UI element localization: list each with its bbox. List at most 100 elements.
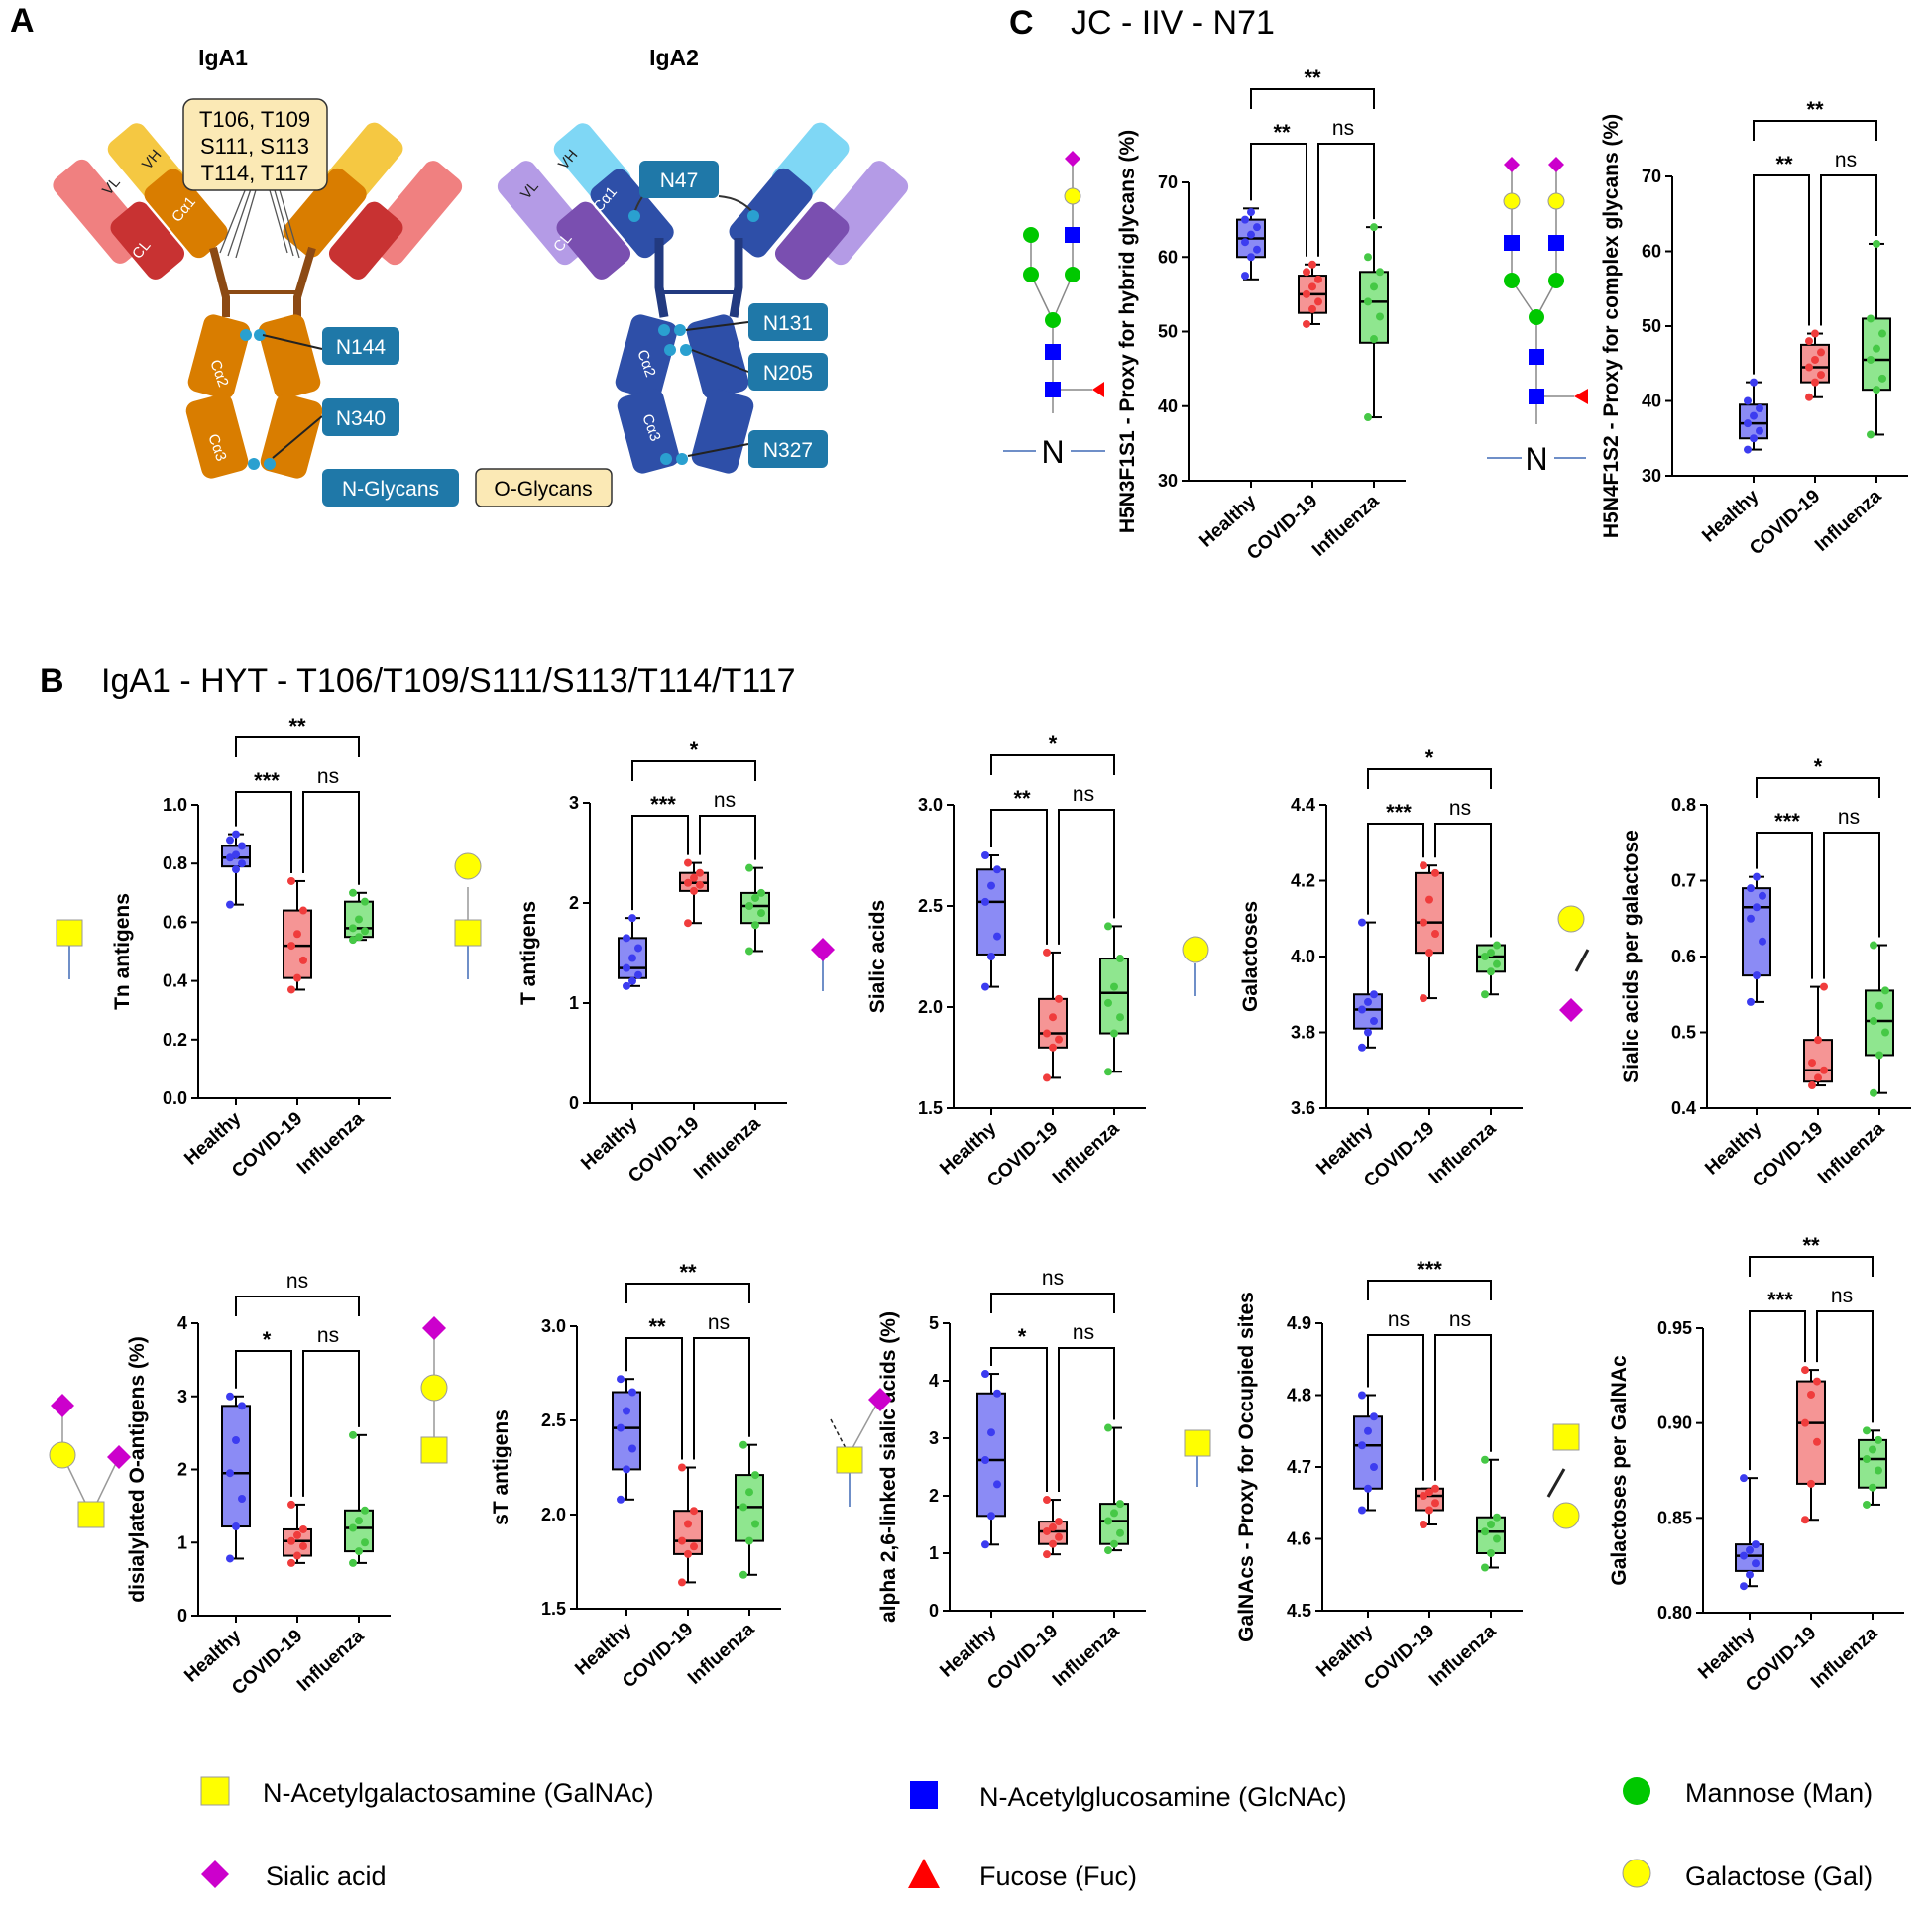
iga2-hinge — [654, 238, 743, 318]
sialic-acid-icon — [1559, 998, 1583, 1022]
data-point-influenza — [1870, 1088, 1877, 1097]
significance-bracket: *** — [631, 792, 689, 911]
mannose-icon — [1504, 273, 1520, 288]
box-iqr — [1415, 871, 1444, 955]
category-label: Influenza — [1308, 491, 1384, 561]
n-glycans-key — [322, 469, 459, 507]
galactose-icon — [1547, 192, 1565, 210]
iga1-n144-dot-a — [240, 329, 252, 341]
y-tick-label: 60 — [1642, 242, 1661, 262]
legend-galactose-icon — [1622, 1859, 1651, 1888]
data-point-influenza — [739, 1570, 747, 1579]
y-tick-label: 0.80 — [1657, 1603, 1692, 1623]
legend-fucose-icon — [908, 1859, 940, 1888]
box-iqr — [1739, 403, 1768, 440]
data-point-covid — [287, 1536, 295, 1545]
box-healthy — [618, 914, 647, 990]
y-tick-label: 0.5 — [1671, 1023, 1696, 1043]
data-point-influenza — [1873, 344, 1880, 353]
data-point-influenza — [1370, 282, 1378, 291]
bracket-line — [990, 809, 1048, 945]
sialic-acid-icon — [868, 1388, 892, 1411]
data-point-influenza — [355, 933, 363, 942]
legend-sialic-label: Sialic acid — [266, 1861, 387, 1891]
y-tick-label: 70 — [1642, 167, 1661, 186]
bracket-line — [1367, 823, 1424, 915]
data-point-covid — [287, 876, 295, 885]
mannose-icon — [1045, 312, 1061, 328]
data-point-covid — [293, 1551, 301, 1560]
data-point-influenza — [361, 927, 369, 936]
data-point-healthy — [1750, 411, 1758, 420]
data-point-influenza — [1370, 335, 1378, 344]
data-point-covid — [696, 868, 704, 877]
data-point-healthy — [987, 1428, 995, 1437]
y-axis-label: GalNAcs - Proxy for Occupied sites — [1235, 1292, 1258, 1642]
y-tick-label: 5 — [929, 1313, 939, 1333]
data-point-influenza — [1116, 1528, 1124, 1537]
mannose-icon — [1529, 309, 1544, 325]
bracket-line — [1756, 777, 1880, 798]
bracket-line — [693, 1337, 750, 1460]
data-point-healthy — [232, 1436, 240, 1444]
y-tick-label: 1.5 — [918, 1098, 943, 1118]
data-point-healthy — [1358, 1005, 1366, 1014]
data-point-healthy — [1753, 903, 1761, 912]
data-point-influenza — [1493, 959, 1501, 968]
legend-galnac-icon — [200, 1776, 230, 1806]
iga1-ca3-left — [185, 394, 249, 479]
o-site-line: T106, T109 — [199, 107, 310, 132]
data-point-healthy — [617, 1375, 625, 1384]
panel-c-title: JC - IIV - N71 — [1071, 4, 1275, 42]
data-point-covid — [1425, 1488, 1433, 1497]
data-point-covid — [1805, 337, 1813, 346]
data-point-healthy — [1747, 884, 1755, 893]
n-glycans-key-label: N-Glycans — [342, 478, 439, 501]
glycan-legend: N-Acetylgalactosamine (GalNAc) Sialic ac… — [200, 1776, 1873, 1891]
data-point-healthy — [634, 970, 642, 979]
data-point-covid — [1425, 949, 1433, 958]
data-point-covid — [1801, 1366, 1809, 1375]
data-point-covid — [1431, 1499, 1439, 1508]
data-point-influenza — [1870, 941, 1877, 950]
iga1-cl-left — [110, 201, 185, 280]
data-point-covid — [1808, 1081, 1816, 1090]
data-point-covid — [287, 1500, 295, 1509]
box-healthy — [221, 1392, 251, 1563]
significance-bracket: ** — [1753, 97, 1877, 141]
iga2-n131-dot-b — [674, 324, 686, 336]
significance-bracket: ** — [990, 786, 1048, 945]
data-point-healthy — [628, 976, 636, 985]
sialic-acid-icon — [107, 1445, 131, 1469]
sia-per-gal-cartoon — [1557, 905, 1590, 1022]
y-tick-label: 3.0 — [541, 1316, 566, 1336]
data-point-influenza — [757, 909, 765, 918]
significance-label: * — [690, 737, 699, 762]
mannose-icon — [1548, 273, 1564, 288]
y-tick-label: 40 — [1158, 396, 1178, 416]
bracket-line — [631, 815, 689, 911]
bracket-line — [235, 1296, 360, 1316]
box-influenza — [1359, 223, 1389, 422]
data-point-covid — [1801, 1516, 1809, 1524]
data-point-healthy — [1759, 937, 1766, 946]
y-axis-label: Galactoses — [1239, 901, 1262, 1012]
data-point-influenza — [739, 1503, 747, 1512]
sialic-acid-icon — [422, 1316, 446, 1340]
data-point-influenza — [1104, 1546, 1112, 1555]
disialyl-glycan-cartoon — [49, 1394, 131, 1528]
iga1-ca1-right — [283, 168, 367, 258]
iga1-n144-pointer — [262, 334, 323, 350]
data-point-healthy — [226, 853, 234, 862]
data-point-healthy — [232, 865, 240, 874]
box-covid — [1796, 1366, 1826, 1524]
y-tick-label: 0.0 — [163, 1088, 187, 1108]
iga2-ca3-right — [691, 389, 754, 474]
y-tick-label: 1.5 — [541, 1599, 566, 1619]
data-point-healthy — [1744, 396, 1752, 405]
data-point-covid — [1049, 1013, 1057, 1022]
significance-bracket: ns — [1816, 1285, 1874, 1423]
